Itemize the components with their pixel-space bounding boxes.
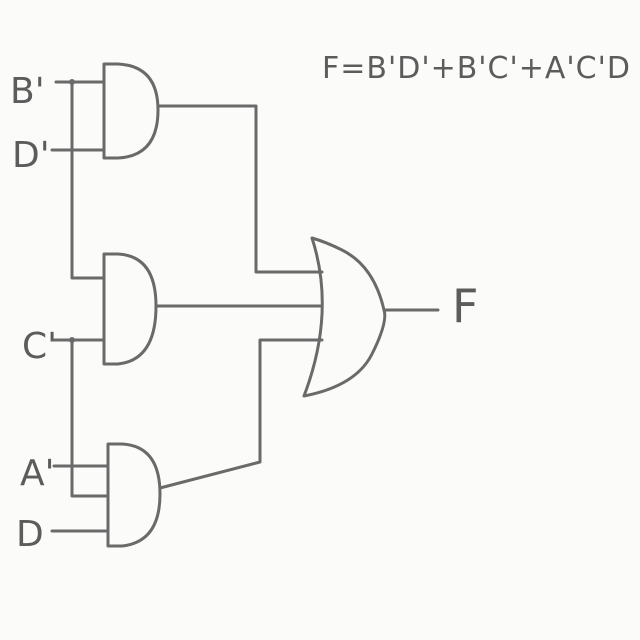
wire-gate1-to-or — [156, 104, 324, 274]
input-label-c-prime: C' — [22, 326, 57, 367]
output-label-f: F — [452, 279, 478, 333]
boolean-equation: F=B'D'+B'C'+A'C'D — [322, 51, 631, 86]
wire-gate3-to-or — [158, 338, 324, 490]
and-gate-2 — [102, 252, 158, 366]
and-gate-3 — [106, 442, 162, 548]
input-label-d-prime: D' — [12, 135, 50, 176]
input-label-b-prime: B' — [10, 71, 45, 112]
input-label-a-prime: A' — [20, 453, 55, 494]
input-label-d: D — [16, 514, 44, 555]
input-wires — [50, 80, 110, 533]
branch-b-prime-to-gate2 — [70, 80, 106, 280]
or-gate — [302, 236, 387, 398]
junction-b-prime — [69, 79, 75, 85]
junction-c-prime — [69, 337, 75, 343]
and-gate-1 — [102, 62, 160, 160]
branch-c-prime-to-gate3 — [70, 338, 110, 498]
